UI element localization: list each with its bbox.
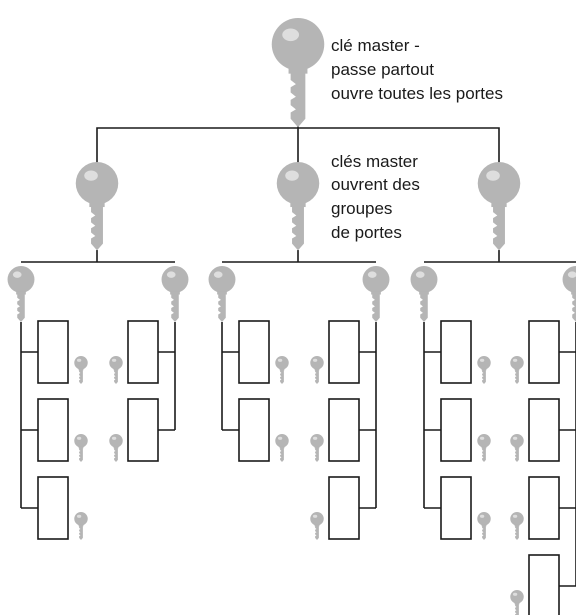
master-key-label: clé master - passe partout ouvre toutes … — [331, 36, 503, 103]
door-group-2-left-door-1 — [238, 320, 270, 384]
door-group-1-left-door-3-key-icon — [74, 512, 88, 540]
door-group-3-right-door-3-key-icon — [510, 512, 524, 540]
door-group-3-right-door-2 — [528, 398, 560, 462]
door-group-1-left-door-1-key-icon — [74, 356, 88, 384]
hierarchy-lines — [20, 125, 576, 587]
door-group-3-left-door-3-key-icon — [477, 512, 491, 540]
master-key-label-line-1: clé master - — [331, 36, 420, 55]
group-key-icon-3 — [477, 162, 521, 251]
door-group-3-right-door-4-key-icon — [510, 590, 524, 615]
door-group-3-right-door-2-key-icon — [510, 434, 524, 462]
door-group-3-right-door-1 — [528, 320, 560, 384]
door-group-2-right-key-icon — [362, 266, 390, 322]
door-group-3-left-door-2 — [440, 398, 472, 462]
door-group-1-right-door-2 — [127, 398, 159, 462]
group-keys-label: clés master ouvrent des groupes de porte… — [331, 152, 425, 242]
door-group-3-left-door-3 — [440, 476, 472, 540]
door-group-3-right-key-icon — [562, 266, 576, 323]
group-key-icon-2 — [276, 162, 320, 251]
master-key-label-line-2: passe partout — [331, 60, 434, 79]
group-key-icon-1 — [75, 162, 119, 251]
door-group-2-left-door-1-key-icon — [275, 356, 289, 384]
group-keys-label-line-4: de portes — [331, 223, 402, 242]
door-group-1-left-key-icon — [7, 266, 35, 322]
door-group-1-left-door-2-key-icon — [74, 434, 88, 462]
door-group-3-left-door-1-key-icon — [477, 356, 491, 384]
door-group-3-left-key-icon — [410, 266, 438, 322]
door-group-3-right-door-4 — [528, 554, 560, 615]
door-group-2-left-key-icon — [208, 266, 236, 322]
door-group-1-right-key-icon — [161, 266, 189, 322]
master-key-icon — [271, 18, 325, 128]
door-group-2-right-door-3-key-icon — [310, 512, 324, 540]
doors — [37, 320, 560, 615]
door-group-1-right-door-1-key-icon — [109, 356, 123, 384]
door-group-2-right-door-2-key-icon — [310, 434, 324, 462]
group-keys-label-line-2: ouvrent des — [331, 175, 420, 194]
door-group-1-right-door-1 — [127, 320, 159, 384]
door-group-2-right-door-2 — [328, 398, 360, 462]
door-group-3-left-door-2-key-icon — [477, 434, 491, 462]
door-group-3-right-door-1-key-icon — [510, 356, 524, 384]
door-group-2-right-door-1-key-icon — [310, 356, 324, 384]
door-group-3-right-door-3 — [528, 476, 560, 540]
keys — [7, 18, 576, 615]
master-key-label-line-3: ouvre toutes les portes — [331, 84, 503, 103]
group-keys-label-line-1: clés master — [331, 152, 418, 171]
door-group-1-left-door-3 — [37, 476, 69, 540]
door-group-3-left-door-1 — [440, 320, 472, 384]
group-keys-label-line-3: groupes — [331, 199, 392, 218]
door-group-2-left-door-2-key-icon — [275, 434, 289, 462]
door-group-1-left-door-2 — [37, 398, 69, 462]
door-group-1-right-door-2-key-icon — [109, 434, 123, 462]
door-group-2-right-door-1 — [328, 320, 360, 384]
door-group-2-right-door-3 — [328, 476, 360, 540]
door-group-1-left-door-1 — [37, 320, 69, 384]
door-group-2-left-door-2 — [238, 398, 270, 462]
